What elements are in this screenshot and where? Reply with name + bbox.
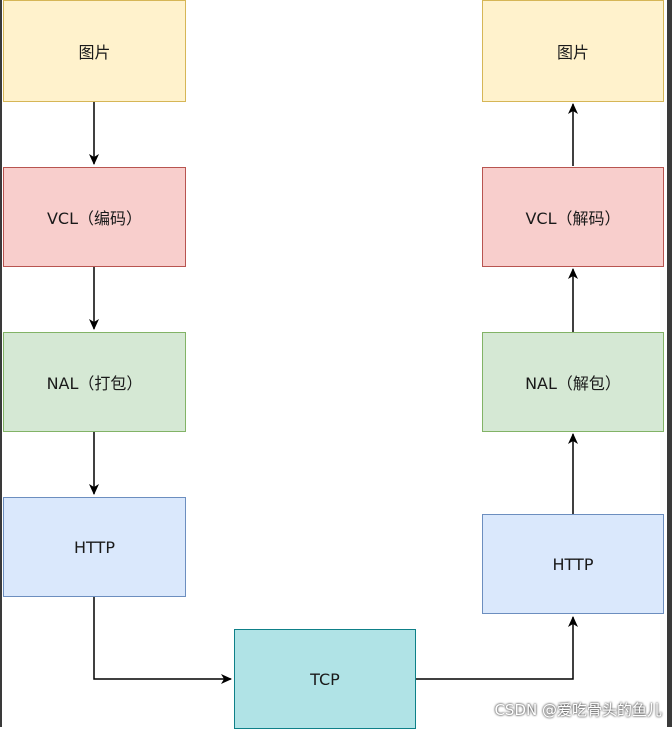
node-http-receive[interactable]: HTTP	[482, 514, 664, 614]
node-vcl-decode[interactable]: VCL（解码）	[482, 167, 664, 267]
node-tcp-label: TCP	[310, 669, 340, 689]
node-nal-pack[interactable]: NAL（打包）	[3, 332, 186, 432]
node-nal-pack-label: NAL（打包）	[46, 374, 143, 393]
node-vcl-encode-label: VCL（编码）	[46, 209, 143, 228]
edge-tcp-to-http	[416, 616, 578, 680]
node-http-send-label: HTTP	[74, 537, 115, 557]
node-image-source[interactable]: 图片	[3, 0, 186, 102]
node-image-output-label: 图片	[556, 43, 589, 62]
node-nal-unpack-label: NAL（解包）	[525, 374, 621, 393]
node-http-send[interactable]: HTTP	[3, 497, 186, 597]
left-frame-edge	[0, 0, 2, 727]
watermark: CSDN @爱吃骨头的鱼儿	[494, 701, 662, 719]
edge-http-to-tcp	[93, 597, 232, 684]
node-vcl-decode-label: VCL（解码）	[525, 209, 621, 228]
node-tcp[interactable]: TCP	[234, 629, 416, 729]
node-image-source-label: 图片	[78, 43, 111, 62]
node-nal-unpack[interactable]: NAL（解包）	[482, 332, 664, 432]
node-vcl-encode[interactable]: VCL（编码）	[3, 167, 186, 267]
node-http-receive-label: HTTP	[552, 554, 594, 574]
right-frame-edge	[667, 0, 672, 727]
node-image-output[interactable]: 图片	[482, 0, 664, 102]
